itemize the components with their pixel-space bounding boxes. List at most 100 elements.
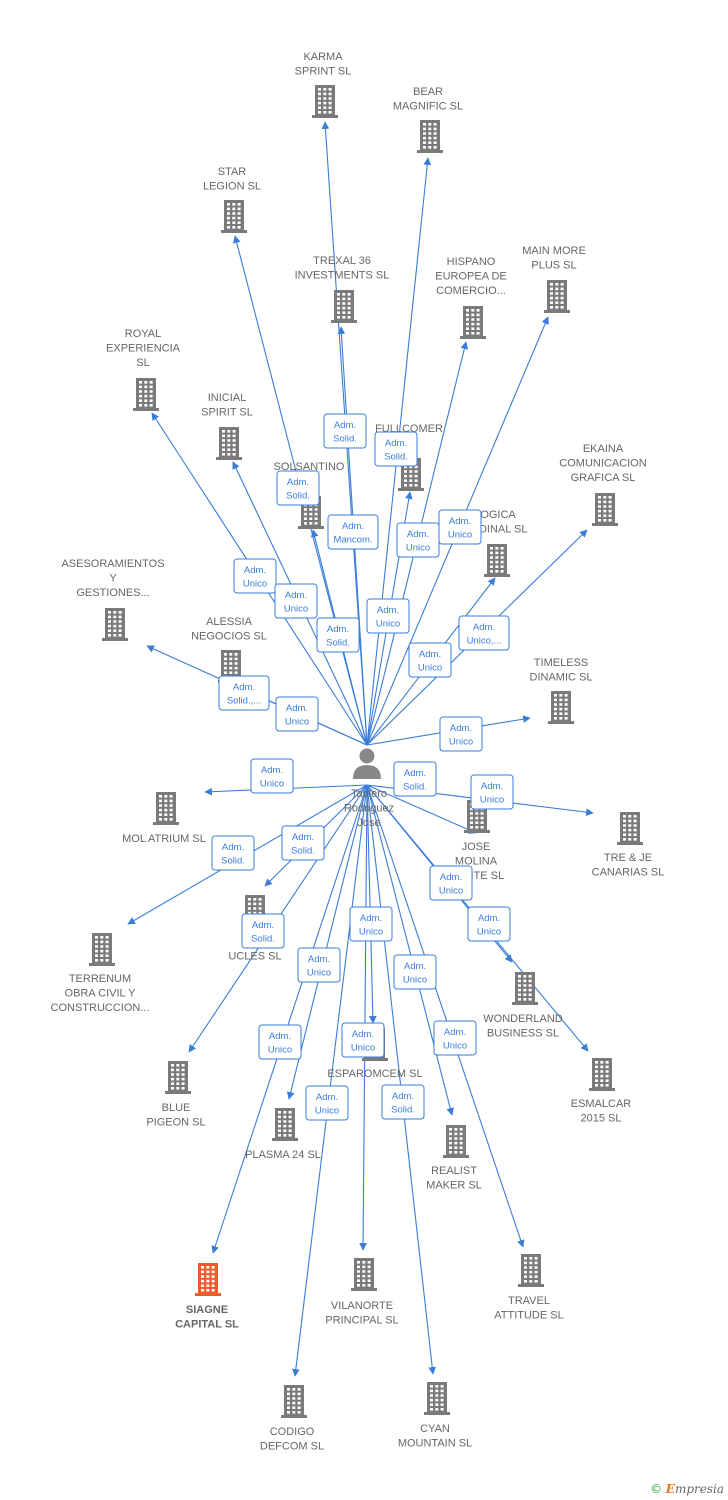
node-label-line: 2015 SL: [581, 1113, 622, 1125]
node-label-line: SOLSANTINO: [274, 461, 345, 473]
building-icon[interactable]: [281, 1385, 307, 1418]
edge-codigo: [292, 784, 368, 1377]
node-label-line: EUROPEA DE: [435, 271, 507, 283]
role-badge-asesoramientos: Adm.Solid.,...: [218, 675, 270, 711]
node-label-line: HISPANO: [447, 256, 496, 268]
building-icon[interactable]: [544, 280, 570, 313]
node-label: PLASMA 24 SL: [245, 1149, 321, 1161]
building-icon[interactable]: [417, 120, 443, 153]
edge-cyan: [366, 784, 437, 1375]
role-text: Adm.: [404, 961, 426, 972]
building-icon[interactable]: [331, 290, 357, 323]
brand-credit: © Empresia: [650, 1482, 724, 1496]
building-icon[interactable]: [512, 972, 538, 1005]
role-text: Adm.: [327, 624, 349, 635]
building-icon[interactable]: [89, 933, 115, 966]
role-text: Adm.: [392, 1091, 414, 1102]
node-label-line: GESTIONES...: [76, 587, 149, 599]
role-badge-logica: Adm.Unico: [408, 642, 452, 678]
role-badge-esmalcar: Adm.Unico: [429, 865, 473, 901]
role-text: Adm.: [385, 438, 407, 449]
role-text: Unico: [260, 779, 284, 790]
role-text: Solid.: [403, 782, 427, 793]
role-text: Adm.: [473, 622, 495, 633]
node-label-line: PIGEON SL: [146, 1117, 205, 1129]
building-icon[interactable]: [589, 1058, 615, 1091]
building-icon[interactable]: [617, 812, 643, 845]
building-icon[interactable]: [272, 1108, 298, 1141]
role-badge-trexal: Adm. Mancom.: [327, 514, 379, 550]
building-icon[interactable]: [424, 1382, 450, 1415]
building-icon[interactable]: [221, 200, 247, 233]
role-badge-cyan: Adm.Solid.: [381, 1084, 425, 1120]
node-plasma[interactable]: PLASMA 24 SL: [245, 1108, 321, 1161]
role-text: Unico: [315, 1106, 339, 1117]
node-label-line: INICIAL: [208, 392, 247, 404]
role-text: Adm.: [342, 521, 364, 532]
node-label-line: BUSINESS SL: [487, 1028, 559, 1040]
building-icon[interactable]: [165, 1061, 191, 1094]
building-icon[interactable]: [484, 544, 510, 577]
edge-travel: [366, 784, 525, 1248]
role-text: Unico: [403, 975, 427, 986]
node-molatrium[interactable]: MOL ATRIUM SL: [122, 792, 206, 845]
role-badge-fullcomer: Adm.Unico: [366, 598, 410, 634]
node-travel[interactable]: TRAVEL ATTITUDE SL: [494, 1254, 564, 1322]
role-text: Adm.: [334, 420, 356, 431]
role-text: Unico: [359, 927, 383, 938]
node-label-line: KARMA: [303, 51, 343, 63]
node-label: ESPAROMCEM SL: [327, 1068, 422, 1080]
building-icon[interactable]: [153, 792, 179, 825]
node-label-line: ATTITUDE SL: [494, 1310, 563, 1322]
building-icon[interactable]: [312, 85, 338, 118]
building-icon[interactable]: [195, 1263, 221, 1296]
person-icon-head: [359, 748, 375, 764]
building-icon[interactable]: [443, 1125, 469, 1158]
building-icon[interactable]: [460, 306, 486, 339]
building-icon[interactable]: [518, 1254, 544, 1287]
building-icon[interactable]: [133, 378, 159, 411]
role-text: Solid.: [221, 856, 245, 867]
building-icon[interactable]: [592, 493, 618, 526]
node-label-line: TRAVEL: [508, 1295, 550, 1307]
edge-esparomcem: [366, 784, 377, 1024]
building-icon[interactable]: [548, 691, 574, 724]
role-text: Solid.: [384, 452, 408, 463]
building-icon[interactable]: [216, 427, 242, 460]
building-icon[interactable]: [102, 608, 128, 641]
role-text: Adm.: [481, 781, 503, 792]
role-badge-karma: Adm.Solid.: [323, 413, 367, 449]
building-icon[interactable]: [351, 1258, 377, 1291]
role-text: Mancom.: [333, 535, 372, 546]
role-text: Adm.: [449, 516, 471, 527]
